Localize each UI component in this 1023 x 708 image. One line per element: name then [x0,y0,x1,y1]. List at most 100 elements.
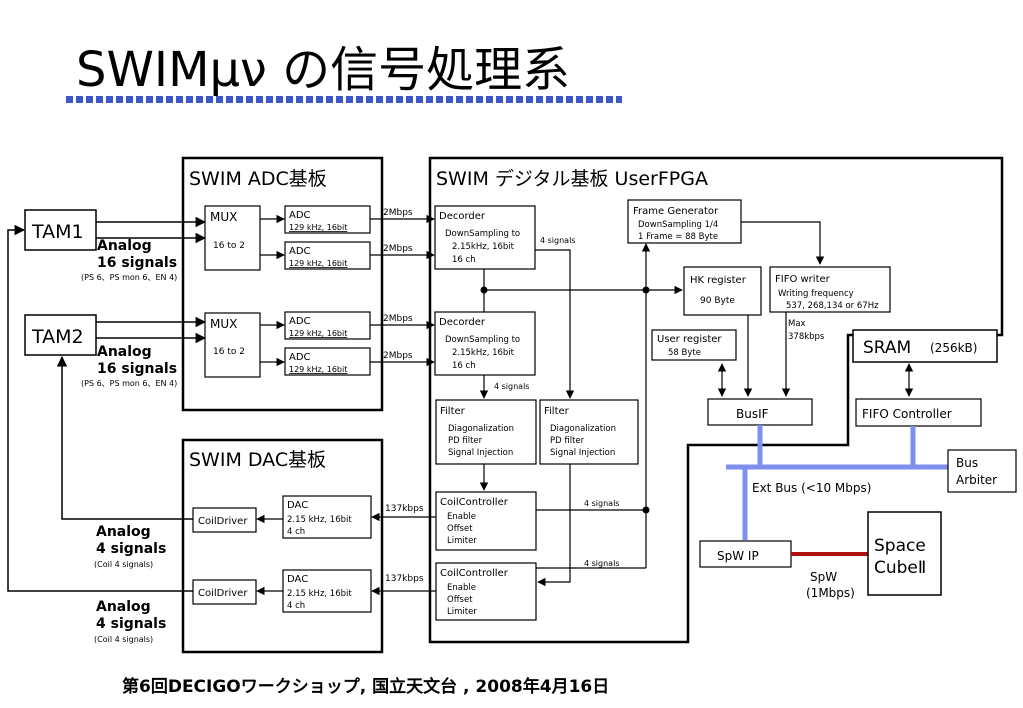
filter1-line3: Signal Injection [448,448,513,458]
slide-title: SWIMμν の信号処理系 [76,42,571,98]
filter1-line2: PD filter [448,436,483,446]
hk-register-box [683,266,762,316]
user-register-size: 58 Byte [668,348,701,358]
dac1-box [282,495,372,539]
mux1-sub: 16 to 2 [213,241,245,251]
coil-controller1-line3: Limiter [447,536,477,546]
adc1-box [284,205,371,234]
filter2-line1: Diagonalization [550,424,616,434]
space-cube-line2: CubeⅡ [874,558,926,578]
dac1-title: DAC [287,500,308,511]
decoder1-line3: 16 ch [452,255,476,265]
dac-out2-analog-label: Analog [96,599,151,615]
fifo-writer-title: FIFO writer [775,274,831,285]
decoder2-title: Decorder [439,317,486,328]
spw-ip-label: SpW IP [717,549,759,563]
spw-link-label: SpW [810,570,837,584]
dac-out1-signal-count: 4 signals [96,541,166,557]
tam1-box [24,209,97,251]
dac-out1-analog-label: Analog [96,524,151,540]
mux1-title: MUX [210,210,237,224]
coil-controller1-signal-count: 4 signals [584,499,619,508]
adc4-rate: 2Mbps [383,351,413,361]
bus-arbiter-box [947,449,1017,493]
adc3-spec: 129 kHz, 16bit [289,329,347,338]
decoder2-line2: 2.15kHz, 16bit [452,348,515,358]
dac2-title: DAC [287,574,308,585]
coil-driver1-to-tam2-arrow [56,355,193,520]
coil-driver1-box [192,507,257,533]
adc-board-frame [181,156,384,412]
mux1-box [204,205,261,271]
adc1-title: ADC [289,210,311,221]
filter2-line2: PD filter [550,436,585,446]
user-register-box [651,329,737,361]
ext-bus-label: Ext Bus (<10 Mbps) [752,481,871,495]
coil-controller2-title: CoilController [440,568,509,579]
dac1-line1: 2.15 kHz, 16bit [287,515,352,525]
adc1-rate: 2Mbps [383,208,413,218]
adc3-title: ADC [289,316,311,327]
dac-board-title: SWIM DAC基板 [189,449,326,471]
tam2-label: TAM2 [31,326,84,348]
fpga-board-frame [428,156,1004,644]
tam1-label: TAM1 [31,221,84,243]
frame-generator-line2: 1 Frame = 88 Byte [638,232,718,242]
dac-out2-note: (Coil 4 signals) [94,635,153,644]
filter2-title: Filter [544,406,570,417]
title-underline [66,96,622,103]
decoder2-box [434,311,536,376]
dac2-line2: 4 ch [287,601,305,611]
decoder1-to-filter2-arrow [535,249,575,399]
dac1-rate: 137kbps [385,504,424,514]
coil-driver2-box [192,579,257,605]
coil-driver1-label: CoilDriver [198,516,248,527]
tam1-signal-count: 16 signals [97,255,177,271]
adc3-rate: 2Mbps [383,314,413,324]
space-cube-line1: Space [874,536,926,556]
adc2-spec: 129 kHz, 16bit [289,259,347,268]
filter2-to-coil-controller2-arrow [537,464,571,587]
decoder2-line1: DownSampling to [445,335,520,345]
mux2-title: MUX [210,317,237,331]
filter1-line1: Diagonalization [448,424,514,434]
coil-controller1-line1: Enable [447,512,476,522]
fifo-writer-box [769,266,891,313]
adc-board-title: SWIM ADC基板 [189,168,327,190]
decoder1-title: Decorder [439,211,486,222]
filter1-title: Filter [440,406,466,417]
junction-dot [480,286,488,294]
busif-label: BusIF [736,407,769,421]
max-rate-line1: Max [788,319,806,329]
bus-arbiter-line1: Bus [956,456,978,470]
tam2-box [24,314,97,356]
decoder1-box [434,205,536,270]
tam2-signal-note: (PS 6、PS mon 6、EN 4) [81,379,177,388]
adc4-title: ADC [289,352,311,363]
coil-controller2-line1: Enable [447,583,476,593]
dac-out1-note: (Coil 4 signals) [94,560,153,569]
tam2-analog-label: Analog [97,344,152,360]
adc2-title: ADC [289,246,311,257]
coil-controller2-line3: Limiter [447,607,477,617]
fifo-controller-box [855,398,982,427]
coil-controller1-line2: Offset [447,524,473,534]
dac2-rate: 137kbps [385,574,424,584]
dac2-line1: 2.15 kHz, 16bit [287,589,352,599]
mux2-sub: 16 to 2 [213,347,245,357]
fifo-writer-line1: Writing frequency [778,289,854,299]
user-register-title: User register [657,334,722,345]
tam1-signal-note: (PS 6、PS mon 6、EN 4) [81,273,177,282]
adc4-spec: 129 kHz, 16bit [289,365,347,374]
decoder2-line3: 16 ch [452,361,476,371]
dac1-line2: 4 ch [287,527,305,537]
adc1-spec: 129 kHz, 16bit [289,223,347,232]
frame-generator-to-fifo-writer-arrow [741,221,825,265]
coil-controller1-box [435,491,537,551]
fifo-controller-label: FIFO Controller [862,407,952,421]
sram-box [852,329,998,363]
coil-controller2-signal-count: 4 signals [584,559,619,568]
decoder2-signal-count: 4 signals [494,382,529,391]
coil-controller2-line2: Offset [447,595,473,605]
adc3-box [284,311,371,340]
